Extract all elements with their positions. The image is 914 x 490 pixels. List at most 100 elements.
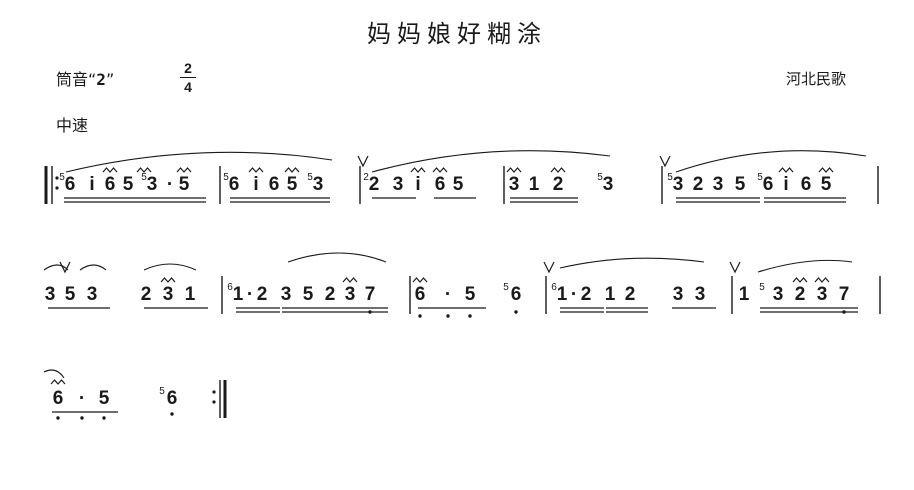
repeat-dot [212, 390, 216, 394]
note-digit: 6 [801, 174, 812, 195]
note-digit: 6 [105, 174, 116, 195]
note-digit: 2 [325, 284, 336, 305]
slur-arc [559, 257, 705, 269]
note-digit: · [445, 284, 451, 305]
slur-arc [65, 151, 333, 173]
ornament-mark [102, 167, 118, 173]
note-digit: 3 [163, 284, 174, 305]
note-digit: 2 [369, 174, 380, 195]
note-digit: · [247, 284, 253, 305]
time-signature-bottom: 4 [184, 79, 192, 95]
note-digit: · [571, 284, 577, 305]
time-signature: 2 4 [180, 60, 196, 95]
note-digit: 2 [553, 174, 564, 195]
slur-arc [287, 252, 387, 263]
slur-arc [79, 264, 107, 271]
breath-mark [543, 261, 555, 274]
note-digit: 3 [509, 174, 520, 195]
note-digit: 2 [795, 284, 806, 305]
note-digit: 3 [393, 174, 404, 195]
ornament-mark [410, 167, 426, 173]
note-digit: 1 [557, 284, 568, 305]
grace-note: 5 [59, 172, 65, 183]
note-digit: 6 [763, 174, 774, 195]
note-digit: 3 [713, 174, 724, 195]
grace-note: 6 [227, 282, 233, 293]
slur-arc [43, 369, 65, 379]
note-digit: 6 [415, 284, 426, 305]
grace-note: 5 [159, 386, 165, 397]
ornament-mark [818, 167, 834, 173]
note-digit: 3 [673, 284, 684, 305]
breath-mark [659, 155, 671, 168]
note-digit: 5 [735, 174, 746, 195]
note-digit: i [415, 174, 420, 195]
octave-dot [514, 310, 518, 314]
slur-arc [43, 264, 69, 271]
octave-dot [418, 314, 422, 318]
ornament-mark [778, 167, 794, 173]
note-digit: 1 [605, 284, 616, 305]
note-digit: 5 [179, 174, 190, 195]
ornament-mark [792, 277, 808, 283]
note-digit: 3 [695, 284, 706, 305]
song-origin: 河北民歌 [786, 70, 847, 88]
grace-note: 5 [667, 172, 673, 183]
ornament-mark [550, 167, 566, 173]
note-digit: 6 [167, 388, 178, 409]
note-digit: i [253, 174, 258, 195]
key-label: 筒音“ [56, 70, 97, 89]
breath-mark [729, 261, 741, 274]
note-digit: 3 [773, 284, 784, 305]
note-digit: 5 [453, 174, 464, 195]
note-digit: 2 [581, 284, 592, 305]
note-digit: 2 [625, 284, 636, 305]
octave-dot [368, 310, 372, 314]
grace-note: 5 [759, 282, 765, 293]
note-digit: 6 [511, 284, 522, 305]
ornament-mark [814, 277, 830, 283]
grace-note: 5 [223, 172, 229, 183]
note-digit: 6 [65, 174, 76, 195]
ornament-mark [412, 277, 428, 283]
note-digit: 6 [435, 174, 446, 195]
tempo-marking: 中速 [56, 116, 89, 135]
grace-note: 5 [307, 172, 313, 183]
ornament-mark [136, 167, 152, 173]
repeat-dot [212, 400, 216, 404]
time-signature-bar [180, 77, 196, 78]
song-title: 妈妈娘好糊涂 [367, 20, 547, 48]
octave-dot [170, 412, 174, 416]
grace-note: 5 [503, 282, 509, 293]
breath-mark [59, 261, 71, 274]
octave-dot [842, 310, 846, 314]
ornament-mark [284, 167, 300, 173]
repeat-dot [55, 186, 59, 190]
note-digit: 5 [123, 174, 134, 195]
octave-dot [102, 416, 106, 420]
octave-dot [80, 416, 84, 420]
note-digit: 5 [65, 284, 76, 305]
slur-arc [675, 150, 867, 173]
note-digit: 6 [229, 174, 240, 195]
grace-note: 5 [141, 172, 147, 183]
note-digit: 3 [603, 174, 614, 195]
note-digit: 3 [87, 284, 98, 305]
note-digit: 2 [141, 284, 152, 305]
key-signature: 筒音“2” [56, 66, 114, 90]
grace-note: 5 [757, 172, 763, 183]
ornament-mark [506, 167, 522, 173]
ornament-mark [432, 167, 448, 173]
ornament-mark [248, 167, 264, 173]
note-digit: 5 [99, 388, 110, 409]
note-digit: · [167, 174, 173, 195]
note-digit: 1 [529, 174, 540, 195]
note-digit: 2 [257, 284, 268, 305]
time-signature-top: 2 [184, 60, 192, 76]
note-digit: 3 [817, 284, 828, 305]
octave-dot [56, 416, 60, 420]
note-digit: 3 [673, 174, 684, 195]
note-digit: 5 [287, 174, 298, 195]
grace-note: 2 [363, 172, 369, 183]
